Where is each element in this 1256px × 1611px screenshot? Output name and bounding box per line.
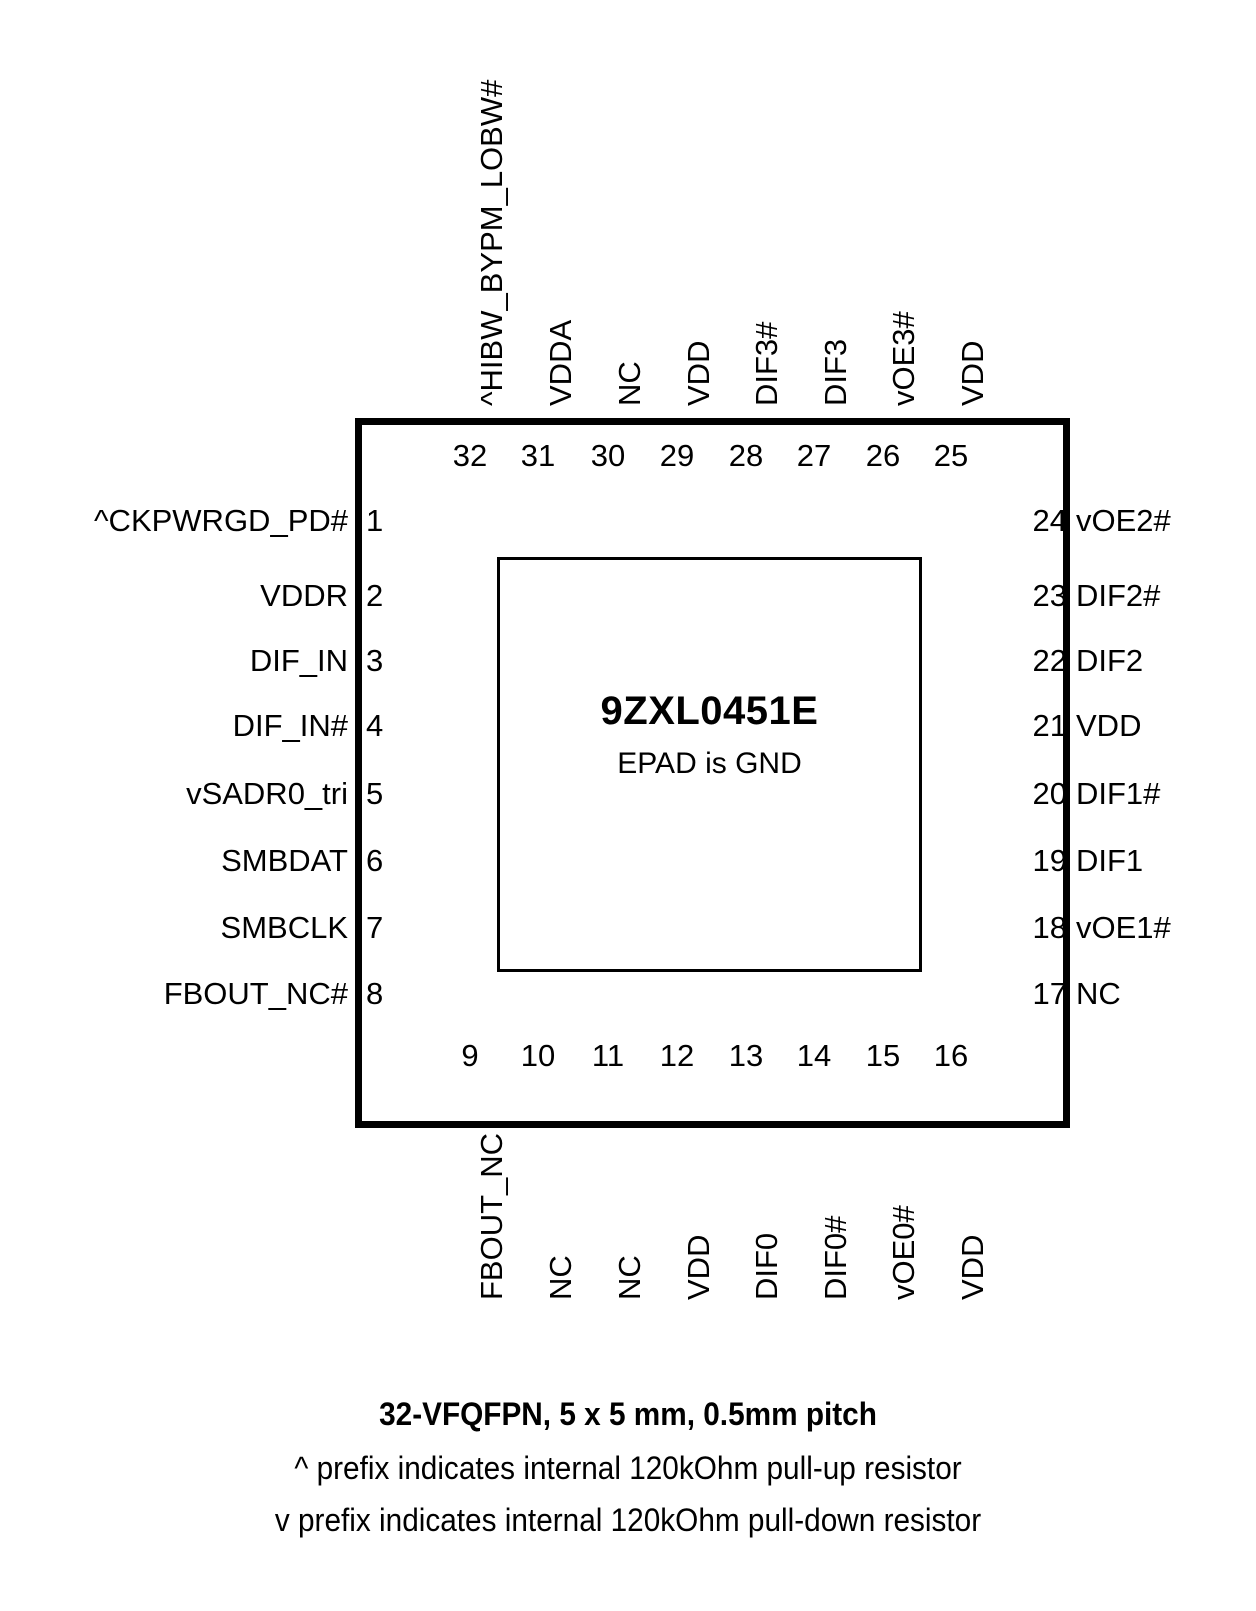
pin-label-12: VDD	[681, 1234, 716, 1300]
pin-label-29: VDD	[681, 340, 716, 406]
pin-number-20: 20	[1032, 776, 1067, 811]
pin-number-19: 19	[1032, 843, 1067, 878]
pin-label-14: DIF0#	[818, 1215, 853, 1300]
package-marking: 9ZXL0451E EPAD is GND	[497, 690, 922, 780]
pin-label-26: vOE3#	[886, 311, 921, 406]
pin-label-18: vOE1#	[1076, 910, 1171, 945]
pin-number-16: 16	[933, 1038, 969, 1073]
pin-label-1: ^CKPWRGD_PD#	[94, 503, 348, 538]
pin-label-9: FBOUT_NC	[474, 1132, 509, 1300]
epad-note-text: EPAD is GND	[617, 747, 802, 780]
pin-number-32: 32	[452, 438, 488, 473]
package-spec-line: 32-VFQFPN, 5 x 5 mm, 0.5mm pitch	[379, 1396, 877, 1432]
pin-number-26: 26	[865, 438, 901, 473]
pin-label-17: NC	[1076, 976, 1121, 1011]
pin-label-5: vSADR0_tri	[186, 776, 348, 811]
pin-number-11: 11	[591, 1038, 625, 1073]
pin-label-3: DIF_IN	[249, 643, 348, 678]
pin-number-22: 22	[1032, 643, 1067, 678]
package-footer-notes: 32-VFQFPN, 5 x 5 mm, 0.5mm pitch ^ prefi…	[0, 1398, 1256, 1556]
pin-number-30: 30	[590, 438, 626, 473]
pin-number-12: 12	[659, 1038, 695, 1073]
pin-number-2: 2	[366, 578, 384, 613]
pin-number-31: 31	[520, 438, 556, 473]
pin-number-17: 17	[1032, 976, 1067, 1011]
pin-label-31: VDDA	[543, 319, 578, 406]
pin-label-16: VDD	[955, 1234, 990, 1300]
pin-label-23: DIF2#	[1076, 578, 1161, 613]
pin-number-10: 10	[520, 1038, 556, 1073]
exposed-pad-outline	[497, 557, 922, 972]
pin-label-8: FBOUT_NC#	[163, 976, 348, 1011]
pin-number-18: 18	[1032, 910, 1067, 945]
pin-label-2: VDDR	[260, 578, 348, 613]
pin-label-19: DIF1	[1076, 843, 1144, 878]
pin-number-23: 23	[1032, 578, 1067, 613]
pin-label-27: DIF3	[818, 338, 853, 406]
pin-label-28: DIF3#	[749, 321, 784, 406]
pin-label-10: NC	[543, 1255, 578, 1300]
pin-number-7: 7	[366, 910, 384, 945]
pin-label-24: vOE2#	[1076, 503, 1171, 538]
part-number-text: 9ZXL0451E	[600, 689, 819, 733]
pullup-prefix-note: ^ prefix indicates internal 120kOhm pull…	[294, 1450, 962, 1486]
pin-number-24: 24	[1032, 503, 1067, 538]
pin-number-15: 15	[865, 1038, 901, 1073]
pin-number-28: 28	[728, 438, 764, 473]
pin-label-4: DIF_IN#	[232, 708, 348, 743]
pin-label-7: SMBCLK	[220, 910, 348, 945]
pin-number-1: 1	[366, 503, 384, 538]
pin-number-4: 4	[366, 708, 384, 743]
pin-number-29: 29	[659, 438, 695, 473]
pin-label-32: ^HIBW_BYPM_LOBW#	[474, 79, 509, 406]
pin-label-22: DIF2	[1076, 643, 1144, 678]
pin-number-27: 27	[796, 438, 832, 473]
pin-number-5: 5	[366, 776, 384, 811]
pin-number-13: 13	[728, 1038, 764, 1073]
pin-label-21: VDD	[1076, 708, 1142, 743]
pin-number-21: 21	[1032, 708, 1067, 743]
package-outline	[355, 418, 1070, 1128]
pin-number-25: 25	[933, 438, 969, 473]
pin-number-9: 9	[461, 1038, 479, 1073]
pin-label-20: DIF1#	[1076, 776, 1161, 811]
pin-label-13: DIF0	[749, 1232, 784, 1300]
pin-number-14: 14	[796, 1038, 832, 1073]
pin-number-8: 8	[366, 976, 384, 1011]
pin-label-6: SMBDAT	[221, 843, 348, 878]
pin-label-11: NC	[612, 1255, 647, 1300]
pin-number-6: 6	[366, 843, 384, 878]
pin-label-30: NC	[612, 361, 647, 406]
pin-number-3: 3	[366, 643, 384, 678]
pulldown-prefix-note: v prefix indicates internal 120kOhm pull…	[274, 1502, 982, 1538]
pin-label-15: vOE0#	[886, 1205, 921, 1300]
pin-label-25: VDD	[955, 340, 990, 406]
